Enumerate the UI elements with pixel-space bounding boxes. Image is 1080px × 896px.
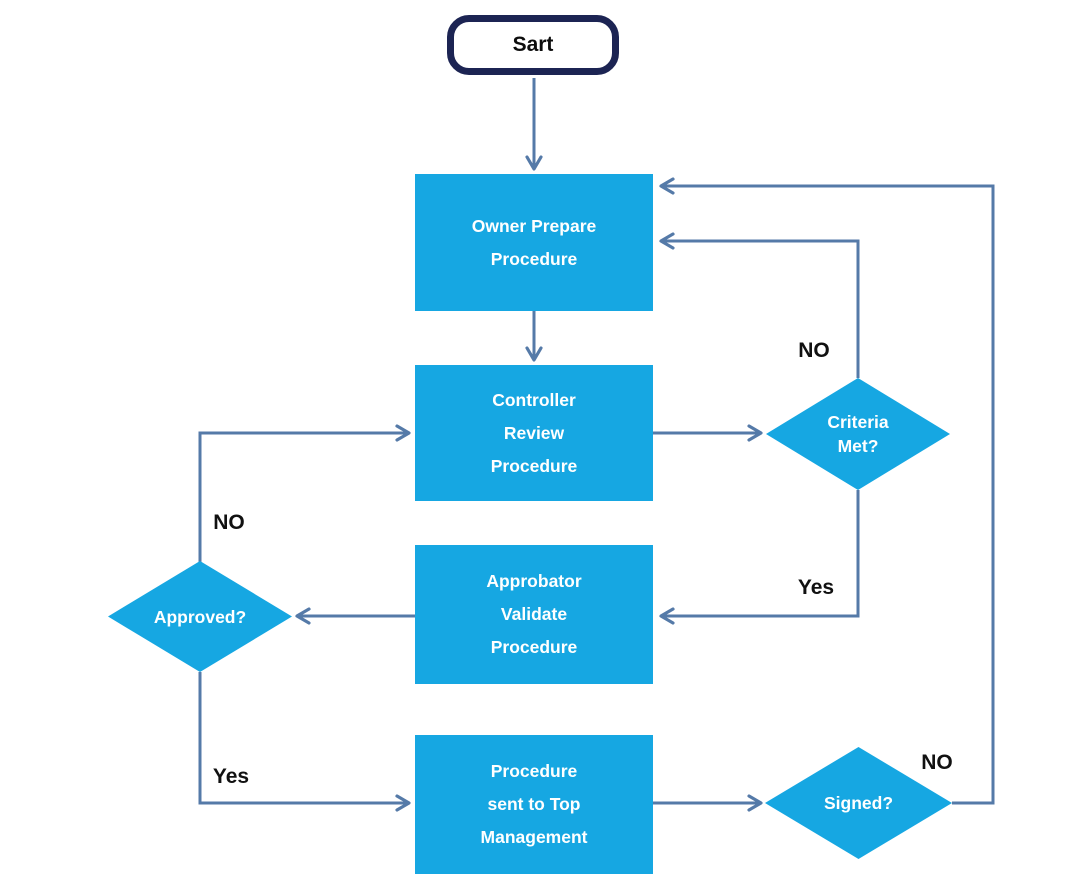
edge-label-approved-yes: Yes bbox=[212, 765, 250, 788]
node-procedure-sent-to-top-management: Procedure sent to Top Management bbox=[415, 735, 653, 874]
edge-label-approved-no: NO bbox=[213, 511, 245, 534]
edge-criteria-yes-to-approbator bbox=[659, 490, 860, 625]
node-controller-review-procedure: Controller Review Procedure bbox=[415, 365, 653, 501]
edge-approved-yes-to-sent bbox=[198, 672, 411, 812]
node-approbator-validate-procedure: Approbator Validate Procedure bbox=[415, 545, 653, 684]
node-start: Sart bbox=[447, 15, 619, 75]
edge-criteria-no-to-owner bbox=[659, 232, 860, 378]
edge-signed-no-to-owner bbox=[659, 177, 995, 805]
edge-label-criteria-no: NO bbox=[798, 339, 830, 362]
node-owner-prepare-procedure: Owner Prepare Procedure bbox=[415, 174, 653, 311]
edge-label-criteria-yes: Yes bbox=[797, 576, 835, 599]
edge-approved-no-to-controller bbox=[198, 424, 411, 562]
edge-label-signed-no: NO bbox=[921, 751, 953, 774]
